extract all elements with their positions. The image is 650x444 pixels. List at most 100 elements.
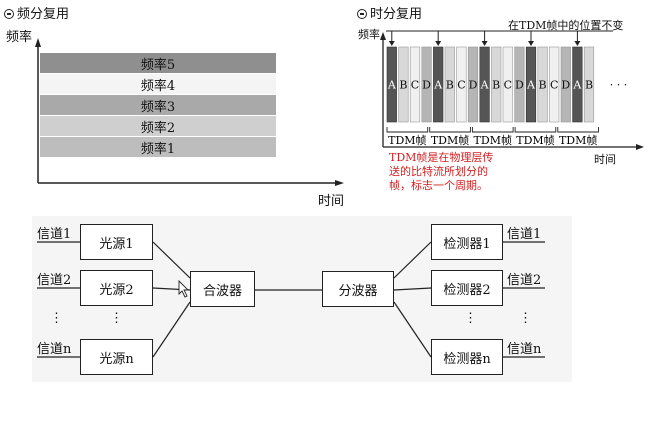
left-vdots: ⋮	[50, 311, 63, 326]
time-slot	[409, 46, 421, 123]
mouse-cursor-icon	[178, 279, 190, 298]
tdm-title-text: 时分复用	[370, 7, 423, 22]
tdm-frame-label: TDM帧	[559, 133, 597, 147]
tdm-frame-bracket	[514, 127, 557, 133]
demux-to-detector-line	[393, 301, 432, 358]
time-slot-letter: A	[433, 79, 443, 92]
tdm-frame-label: TDM帧	[516, 133, 554, 147]
tdm-frame-label: TDM帧	[388, 133, 426, 147]
tdm-note-line: 送的比特流所划分的	[389, 165, 488, 178]
time-slot	[502, 46, 513, 123]
tdm-frame-bracket	[429, 127, 471, 133]
tdm-position-arrows	[388, 31, 581, 46]
circle-bullet-icon	[357, 9, 367, 19]
time-slot	[479, 46, 490, 123]
fdm-title-text: 频分复用	[17, 7, 70, 22]
time-slot-letter: D	[422, 79, 431, 92]
detector-vdots: ⋮	[464, 311, 477, 326]
time-slot-letter: A	[526, 79, 536, 92]
position-arrow-icon	[481, 41, 488, 46]
left-channel-label: 信道n	[37, 342, 72, 357]
fdm-y-arrow-icon	[35, 38, 41, 47]
time-slot-letter: B	[585, 79, 593, 92]
detector-box: 检测器n	[431, 339, 503, 375]
time-slot-letter: D	[561, 79, 570, 92]
time-slot	[525, 46, 537, 123]
fdm-y-axis-label: 频率	[6, 30, 33, 45]
circle-bullet-icon	[4, 9, 14, 19]
position-arrow-icon	[435, 41, 442, 46]
detector-box: 检测器2	[431, 270, 503, 306]
source-to-mux-line	[152, 301, 191, 358]
left-channel-label: 信道2	[37, 273, 72, 288]
light-source-box: 光源2	[80, 270, 153, 306]
time-slot	[560, 46, 571, 123]
time-slot-letter: A	[572, 79, 582, 92]
tdm-frame-bracket	[386, 127, 429, 133]
time-slot-letter: C	[411, 79, 419, 92]
tdm-y-axis-label: 频率	[358, 28, 380, 41]
source-to-mux-line	[152, 241, 191, 279]
time-slot-letter: B	[492, 79, 500, 92]
time-slot	[491, 46, 502, 123]
detector-box: 检测器1	[431, 224, 503, 260]
tdm-ellipsis: · · ·	[610, 79, 627, 92]
time-slot-letter: A	[387, 79, 397, 92]
time-slot	[456, 46, 467, 123]
position-arrow-icon	[574, 41, 581, 46]
tdm-x-arrow-icon	[636, 144, 644, 150]
time-slot	[444, 46, 455, 123]
time-slot-letter: B	[539, 79, 547, 92]
time-slot	[572, 46, 583, 123]
time-slot	[433, 46, 444, 123]
time-slot	[421, 46, 432, 123]
time-slot	[467, 46, 479, 123]
tdm-note-line: TDM帧是在物理层传	[389, 151, 494, 164]
time-slot-letter: C	[504, 79, 512, 92]
position-arrow-icon	[528, 41, 534, 46]
fdm-axes	[35, 38, 344, 186]
tdm-x-axis-label: 时间	[594, 153, 616, 166]
tdm-position-note: 在TDM帧中的位置不变	[508, 19, 624, 32]
right-channel-label: 信道1	[507, 227, 542, 242]
right-channel-label: 信道n	[507, 342, 542, 357]
tdm-frame-bracket	[557, 127, 599, 133]
right-channel-label: 信道2	[507, 273, 542, 288]
light-source-box: 光源n	[80, 339, 153, 375]
time-slot	[549, 46, 560, 123]
frequency-band: 频率2	[40, 116, 276, 136]
source-vdots: ⋮	[110, 311, 123, 326]
demux-to-detector-line	[393, 287, 432, 291]
tdm-frame-label: TDM帧	[474, 133, 512, 147]
right-vdots: ⋮	[519, 311, 532, 326]
frequency-band: 频率1	[40, 137, 276, 157]
fdm-title: 频分复用	[4, 3, 69, 22]
time-slot	[514, 46, 525, 123]
time-slot-letter: C	[550, 79, 558, 92]
time-slot-letter: D	[515, 79, 524, 92]
multiplexer-box: 合波器	[190, 271, 255, 307]
time-slot-letter: A	[480, 79, 490, 92]
fdm-x-axis-label: 时间	[318, 194, 345, 209]
frequency-band: 频率5	[40, 53, 276, 73]
demultiplexer-box: 分波器	[322, 271, 394, 307]
tdm-title: 时分复用	[357, 3, 422, 22]
tdm-frame-bracket	[471, 127, 514, 133]
demux-to-detector-line	[393, 241, 432, 279]
fdm-x-arrow-icon	[335, 180, 344, 186]
frequency-band: 频率4	[40, 74, 276, 94]
time-slot-letter: B	[446, 79, 454, 92]
left-channel-label: 信道1	[37, 227, 72, 242]
light-source-box: 光源1	[80, 224, 153, 260]
time-slot-letter: B	[399, 79, 407, 92]
time-slot	[386, 46, 397, 123]
time-slot-letter: D	[469, 79, 478, 92]
time-slot	[537, 46, 548, 123]
position-arrow-icon	[388, 41, 395, 46]
time-slot	[398, 46, 409, 123]
frequency-band: 频率3	[40, 95, 276, 115]
tdm-y-arrow-icon	[380, 32, 386, 40]
tdm-note-line: 帧，标志一个周期。	[389, 179, 488, 192]
